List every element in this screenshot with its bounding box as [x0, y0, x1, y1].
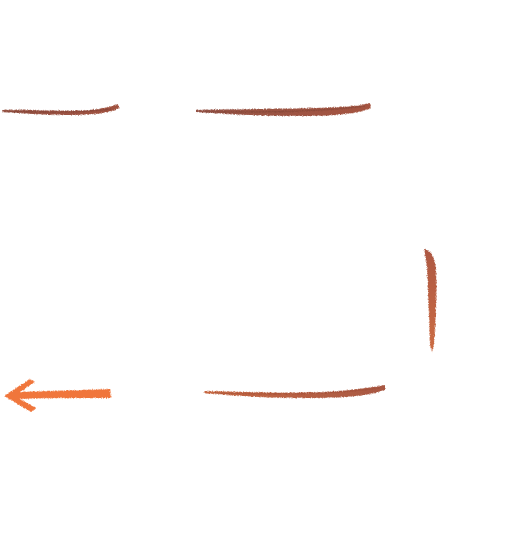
right-vertical-chalk-stroke	[424, 249, 437, 352]
top-left-chalk-stroke	[2, 104, 119, 115]
left-arrow-icon	[4, 379, 111, 412]
bottom-chalk-stroke	[204, 385, 385, 398]
top-right-chalk-stroke	[196, 103, 371, 116]
